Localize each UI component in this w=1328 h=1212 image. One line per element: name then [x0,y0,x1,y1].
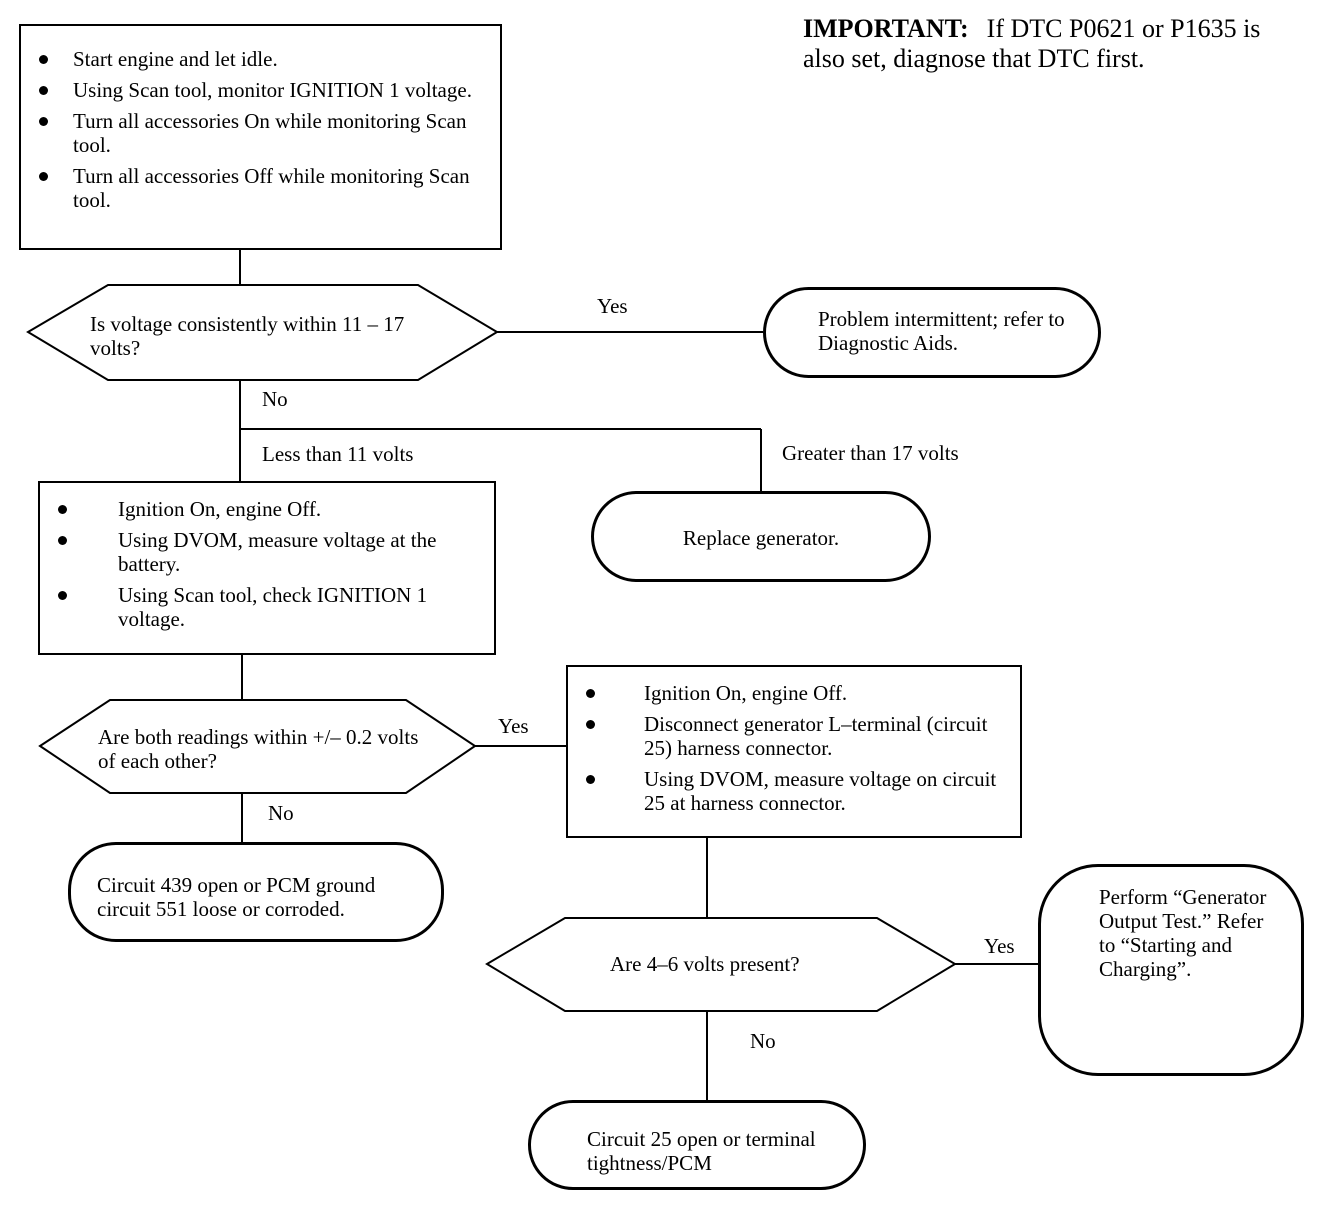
step1-box: Start engine and let idle. Using Scan to… [19,24,502,250]
decision1-yes-label: Yes [597,294,628,318]
step2-bullet: Using Scan tool, check IGNITION 1 voltag… [40,583,480,631]
step3-bullet: Disconnect generator L–terminal (circuit… [568,712,1006,760]
step3-bullet: Ignition On, engine Off. [568,681,1006,705]
decision1-diamond [26,284,499,381]
result-generator-test-text: Perform “Generator Output Test.” Refer t… [1099,885,1267,981]
result-generator-test-terminal: Perform “Generator Output Test.” Refer t… [1038,864,1304,1076]
result-circuit25-terminal: Circuit 25 open or terminal tightness/PC… [528,1100,866,1190]
important-heading: IMPORTANT: [803,14,969,43]
step2-box: Ignition On, engine Off. Using DVOM, mea… [38,481,496,655]
important-text: If DTC P0621 or P1635 is also set, diagn… [803,14,1261,73]
result-intermittent-text: Problem intermittent; refer to Diagnosti… [818,307,1065,355]
step2-bullet: Ignition On, engine Off. [40,497,480,521]
result-circuit439-terminal: Circuit 439 open or PCM ground circuit 5… [68,842,444,942]
important-note: IMPORTANT:If DTC P0621 or P1635 is also … [803,14,1263,74]
step3-box: Ignition On, engine Off. Disconnect gene… [566,665,1022,838]
branch-less-label: Less than 11 volts [262,442,414,466]
decision2-no-label: No [268,801,294,825]
decision3-yes-label: Yes [984,934,1015,958]
decision3-diamond [485,917,957,1012]
decision1-no-label: No [262,387,288,411]
result-circuit25-text: Circuit 25 open or terminal tightness/PC… [587,1127,816,1175]
decision3-no-label: No [750,1029,776,1053]
result-circuit439-text: Circuit 439 open or PCM ground circuit 5… [97,873,376,921]
step1-bullet: Turn all accessories On while monitoring… [21,109,484,157]
branch-greater-label: Greater than 17 volts [782,441,959,465]
step1-bullet: Turn all accessories Off while monitorin… [21,164,484,212]
decision3-question: Are 4–6 volts present? [610,952,800,976]
step3-bullet: Using DVOM, measure voltage on circuit 2… [568,767,1006,815]
decision1-question: Is voltage consistently within 11 – 17 v… [90,312,405,360]
decision2-yes-label: Yes [498,714,529,738]
result-replace-terminal: Replace generator. [591,491,931,582]
decision2-question: Are both readings within +/– 0.2 volts o… [98,725,419,773]
result-replace-text: Replace generator. [682,526,840,550]
step1-bullet: Using Scan tool, monitor IGNITION 1 volt… [21,78,484,102]
step2-bullet: Using DVOM, measure voltage at the batte… [40,528,480,576]
step1-bullet: Start engine and let idle. [21,47,484,71]
decision2-diamond [38,699,477,794]
result-intermittent-terminal: Problem intermittent; refer to Diagnosti… [763,287,1101,378]
